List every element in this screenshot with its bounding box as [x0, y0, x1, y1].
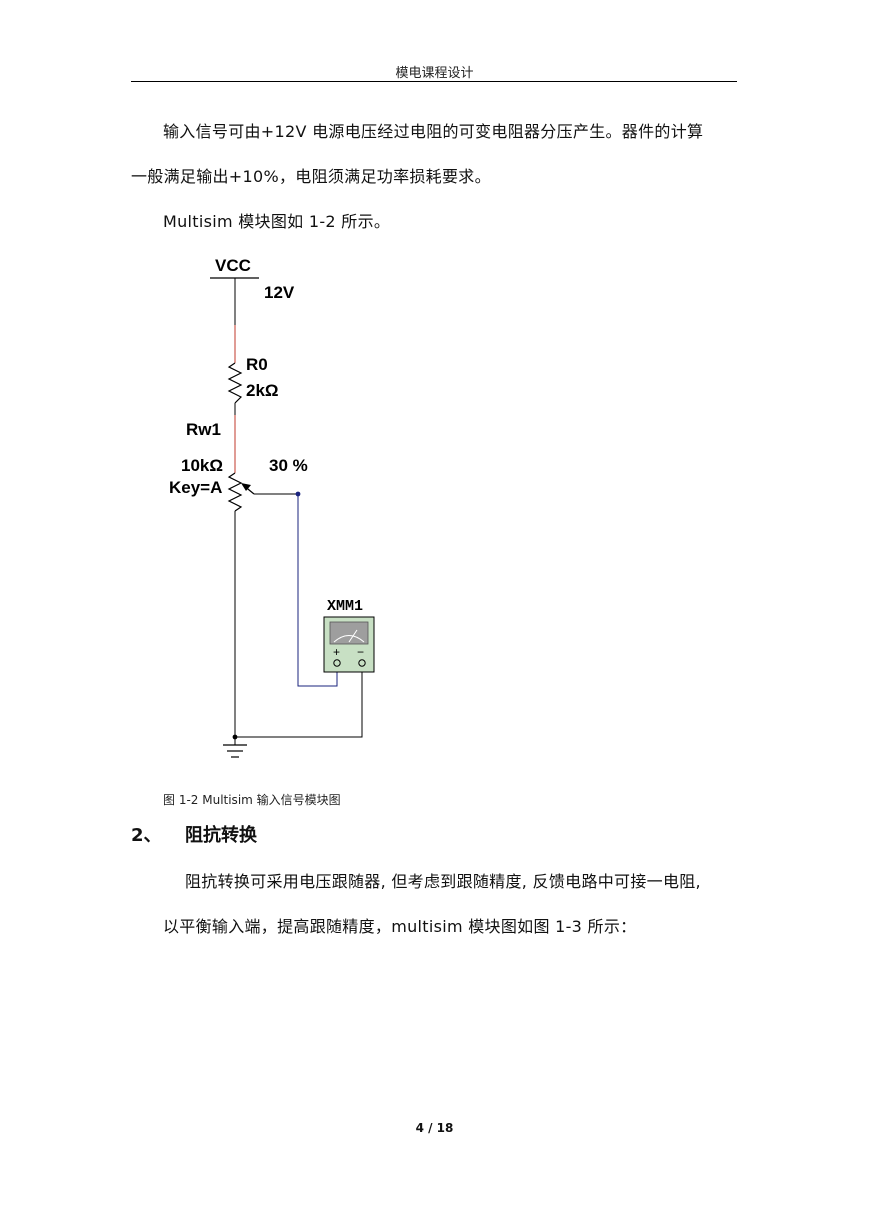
meter-minus-terminal	[358, 659, 366, 667]
section-number: 2、	[131, 825, 162, 846]
paragraph-1-line-1: 输入信号可由+12V 电源电压经过电阻的可变电阻器分压产生。器件的计算	[163, 122, 704, 141]
paragraph-3-line-1: 阻抗转换可采用电压跟随器, 但考虑到跟随精度, 反馈电路中可接一电阻,	[185, 872, 701, 891]
multimeter-scale-arc	[333, 635, 365, 643]
circuit-diagram: VCC 12V R0 2kΩ Rw1 10kΩ 30 % Key=A XMM1 …	[169, 256, 375, 758]
meter-minus-label: −	[357, 645, 364, 659]
meter-plus-terminal	[333, 659, 341, 667]
multimeter-needle	[348, 629, 358, 643]
r0-resistor	[227, 362, 243, 404]
page-header-title: 模电课程设计	[395, 66, 474, 81]
r0-label: R0	[246, 355, 268, 374]
ground-to-meter-wire	[235, 667, 363, 738]
vcc-label: VCC	[215, 256, 251, 275]
rw1-label: Rw1	[186, 420, 221, 439]
wiper-arrowhead	[241, 483, 251, 491]
wiper-to-meter-wire	[297, 494, 338, 687]
rw1-percent: 30 %	[269, 456, 308, 475]
meter-label: XMM1	[327, 598, 363, 615]
vcc-value: 12V	[264, 283, 295, 302]
paragraph-1-line-2: 一般满足输出+10%，电阻须满足功率损耗要求。	[131, 167, 491, 186]
page-number: 4 / 18	[415, 1121, 454, 1135]
section-title: 阻抗转换	[185, 825, 257, 846]
paragraph-3-line-2: 以平衡输入端，提高跟随精度，multisim 模块图如图 1-3 所示：	[163, 917, 637, 936]
rw1-key: Key=A	[169, 478, 222, 497]
rw1-potentiometer	[227, 472, 243, 512]
header-rule	[131, 81, 737, 82]
meter-plus-label: +	[333, 645, 340, 659]
r0-value: 2kΩ	[246, 381, 279, 400]
rw1-value: 10kΩ	[181, 456, 223, 475]
figure-caption: 图 1-2 Multisim 输入信号模块图	[163, 793, 341, 807]
paragraph-2: Multisim 模块图如 1-2 所示。	[163, 212, 391, 231]
